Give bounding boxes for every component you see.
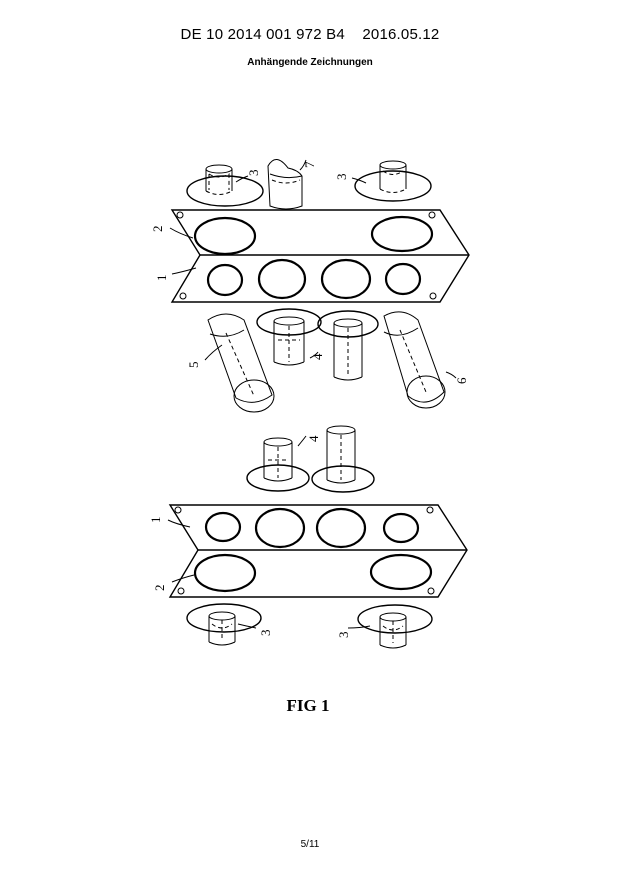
part-3-bottom-left bbox=[187, 604, 261, 645]
page-number: 5/11 bbox=[0, 839, 620, 850]
label-1-top: 1 bbox=[154, 275, 169, 282]
label-3-bottom-left: 3 bbox=[258, 630, 273, 637]
part-7 bbox=[268, 159, 302, 209]
label-2-bottom: 2 bbox=[152, 585, 167, 592]
bent-plate-top bbox=[172, 210, 469, 302]
part-4-bottom-right bbox=[312, 426, 374, 492]
label-3-top-left: 3 bbox=[246, 170, 261, 177]
figure-caption: FIG 1 bbox=[287, 696, 330, 715]
part-3-top-right bbox=[355, 161, 431, 201]
label-3-bottom-right: 3 bbox=[336, 632, 351, 639]
label-1-bottom: 1 bbox=[148, 517, 163, 524]
bent-plate-bottom bbox=[170, 505, 467, 597]
label-5: 5 bbox=[186, 362, 201, 369]
part-5 bbox=[208, 314, 274, 412]
bottom-assembly: 4 1 2 3 3 bbox=[148, 426, 467, 648]
part-4-bottom-left bbox=[247, 438, 309, 491]
label-4-top: 4 bbox=[310, 353, 325, 360]
label-3-top-right: 3 bbox=[334, 174, 349, 181]
part-4-top-right bbox=[318, 311, 378, 380]
label-2-top: 2 bbox=[150, 226, 165, 233]
top-assembly: 2 1 3 3 7 5 4 6 bbox=[150, 159, 469, 412]
label-7: 7 bbox=[302, 161, 317, 168]
label-6: 6 bbox=[454, 377, 469, 384]
part-6 bbox=[384, 312, 445, 408]
label-4-bottom: 4 bbox=[306, 435, 321, 442]
